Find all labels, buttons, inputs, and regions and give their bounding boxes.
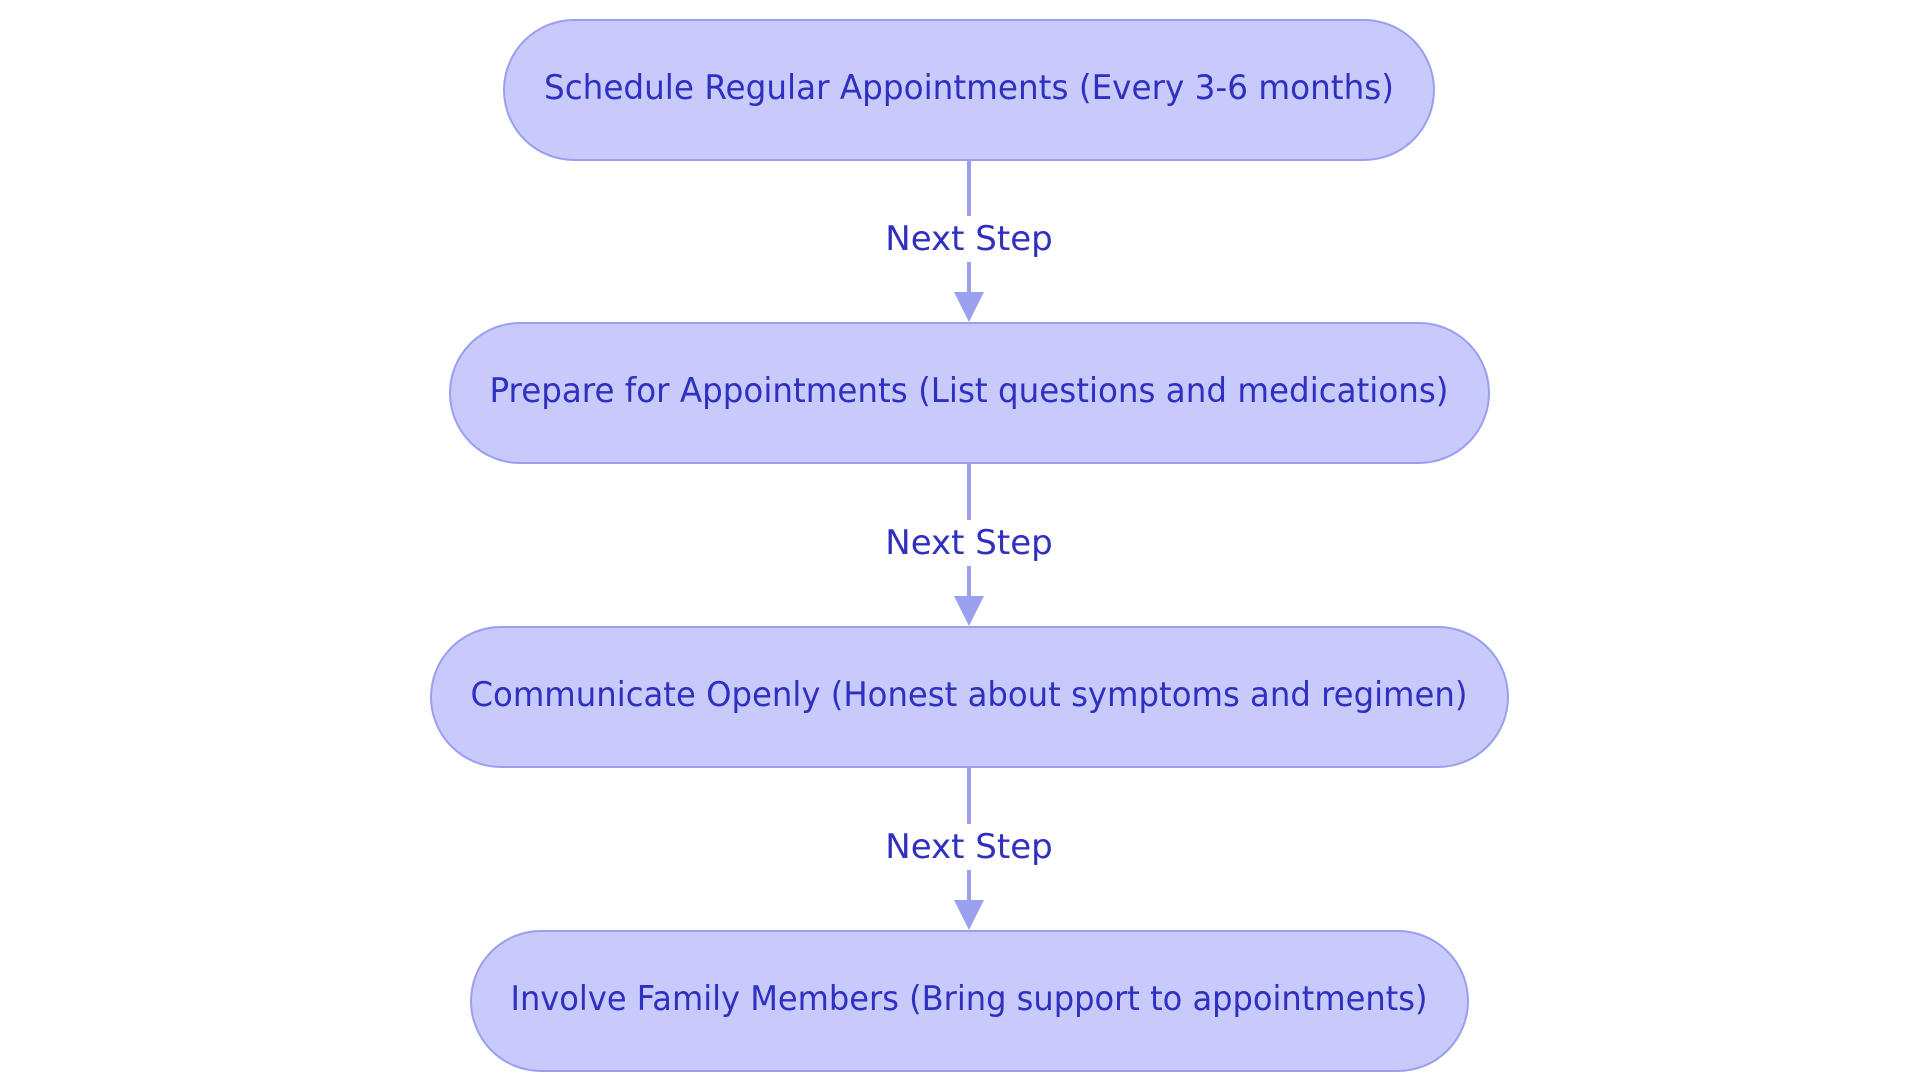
node-label: Prepare for Appointments (List questions… (490, 371, 1449, 411)
node-shape (470, 930, 1469, 1072)
node-shape (449, 322, 1490, 464)
arrowhead-icon (954, 596, 984, 626)
edge-label-background (880, 824, 1058, 870)
flow-node-prepare: Prepare for Appointments (List questions… (449, 322, 1490, 464)
flow-node-communicate: Communicate Openly (Honest about symptom… (430, 626, 1509, 768)
edge-n2-n3: Next Step (880, 463, 1058, 626)
node-label: Involve Family Members (Bring support to… (511, 979, 1428, 1019)
edge-n3-n4: Next Step (880, 767, 1058, 930)
edge-label-background (880, 520, 1058, 566)
edge-label: Next Step (885, 219, 1052, 259)
flow-node-involve: Involve Family Members (Bring support to… (470, 930, 1469, 1072)
node-label: Communicate Openly (Honest about symptom… (471, 675, 1468, 715)
edge-label-background (880, 216, 1058, 262)
arrowhead-icon (954, 900, 984, 930)
edge-label: Next Step (885, 827, 1052, 867)
arrowhead-icon (954, 292, 984, 322)
flow-node-schedule: Schedule Regular Appointments (Every 3-6… (503, 19, 1435, 161)
edge-label: Next Step (885, 523, 1052, 563)
edge-n1-n2: Next Step (880, 160, 1058, 322)
node-shape (430, 626, 1509, 768)
node-shape (503, 19, 1435, 161)
node-label: Schedule Regular Appointments (Every 3-6… (544, 68, 1394, 108)
